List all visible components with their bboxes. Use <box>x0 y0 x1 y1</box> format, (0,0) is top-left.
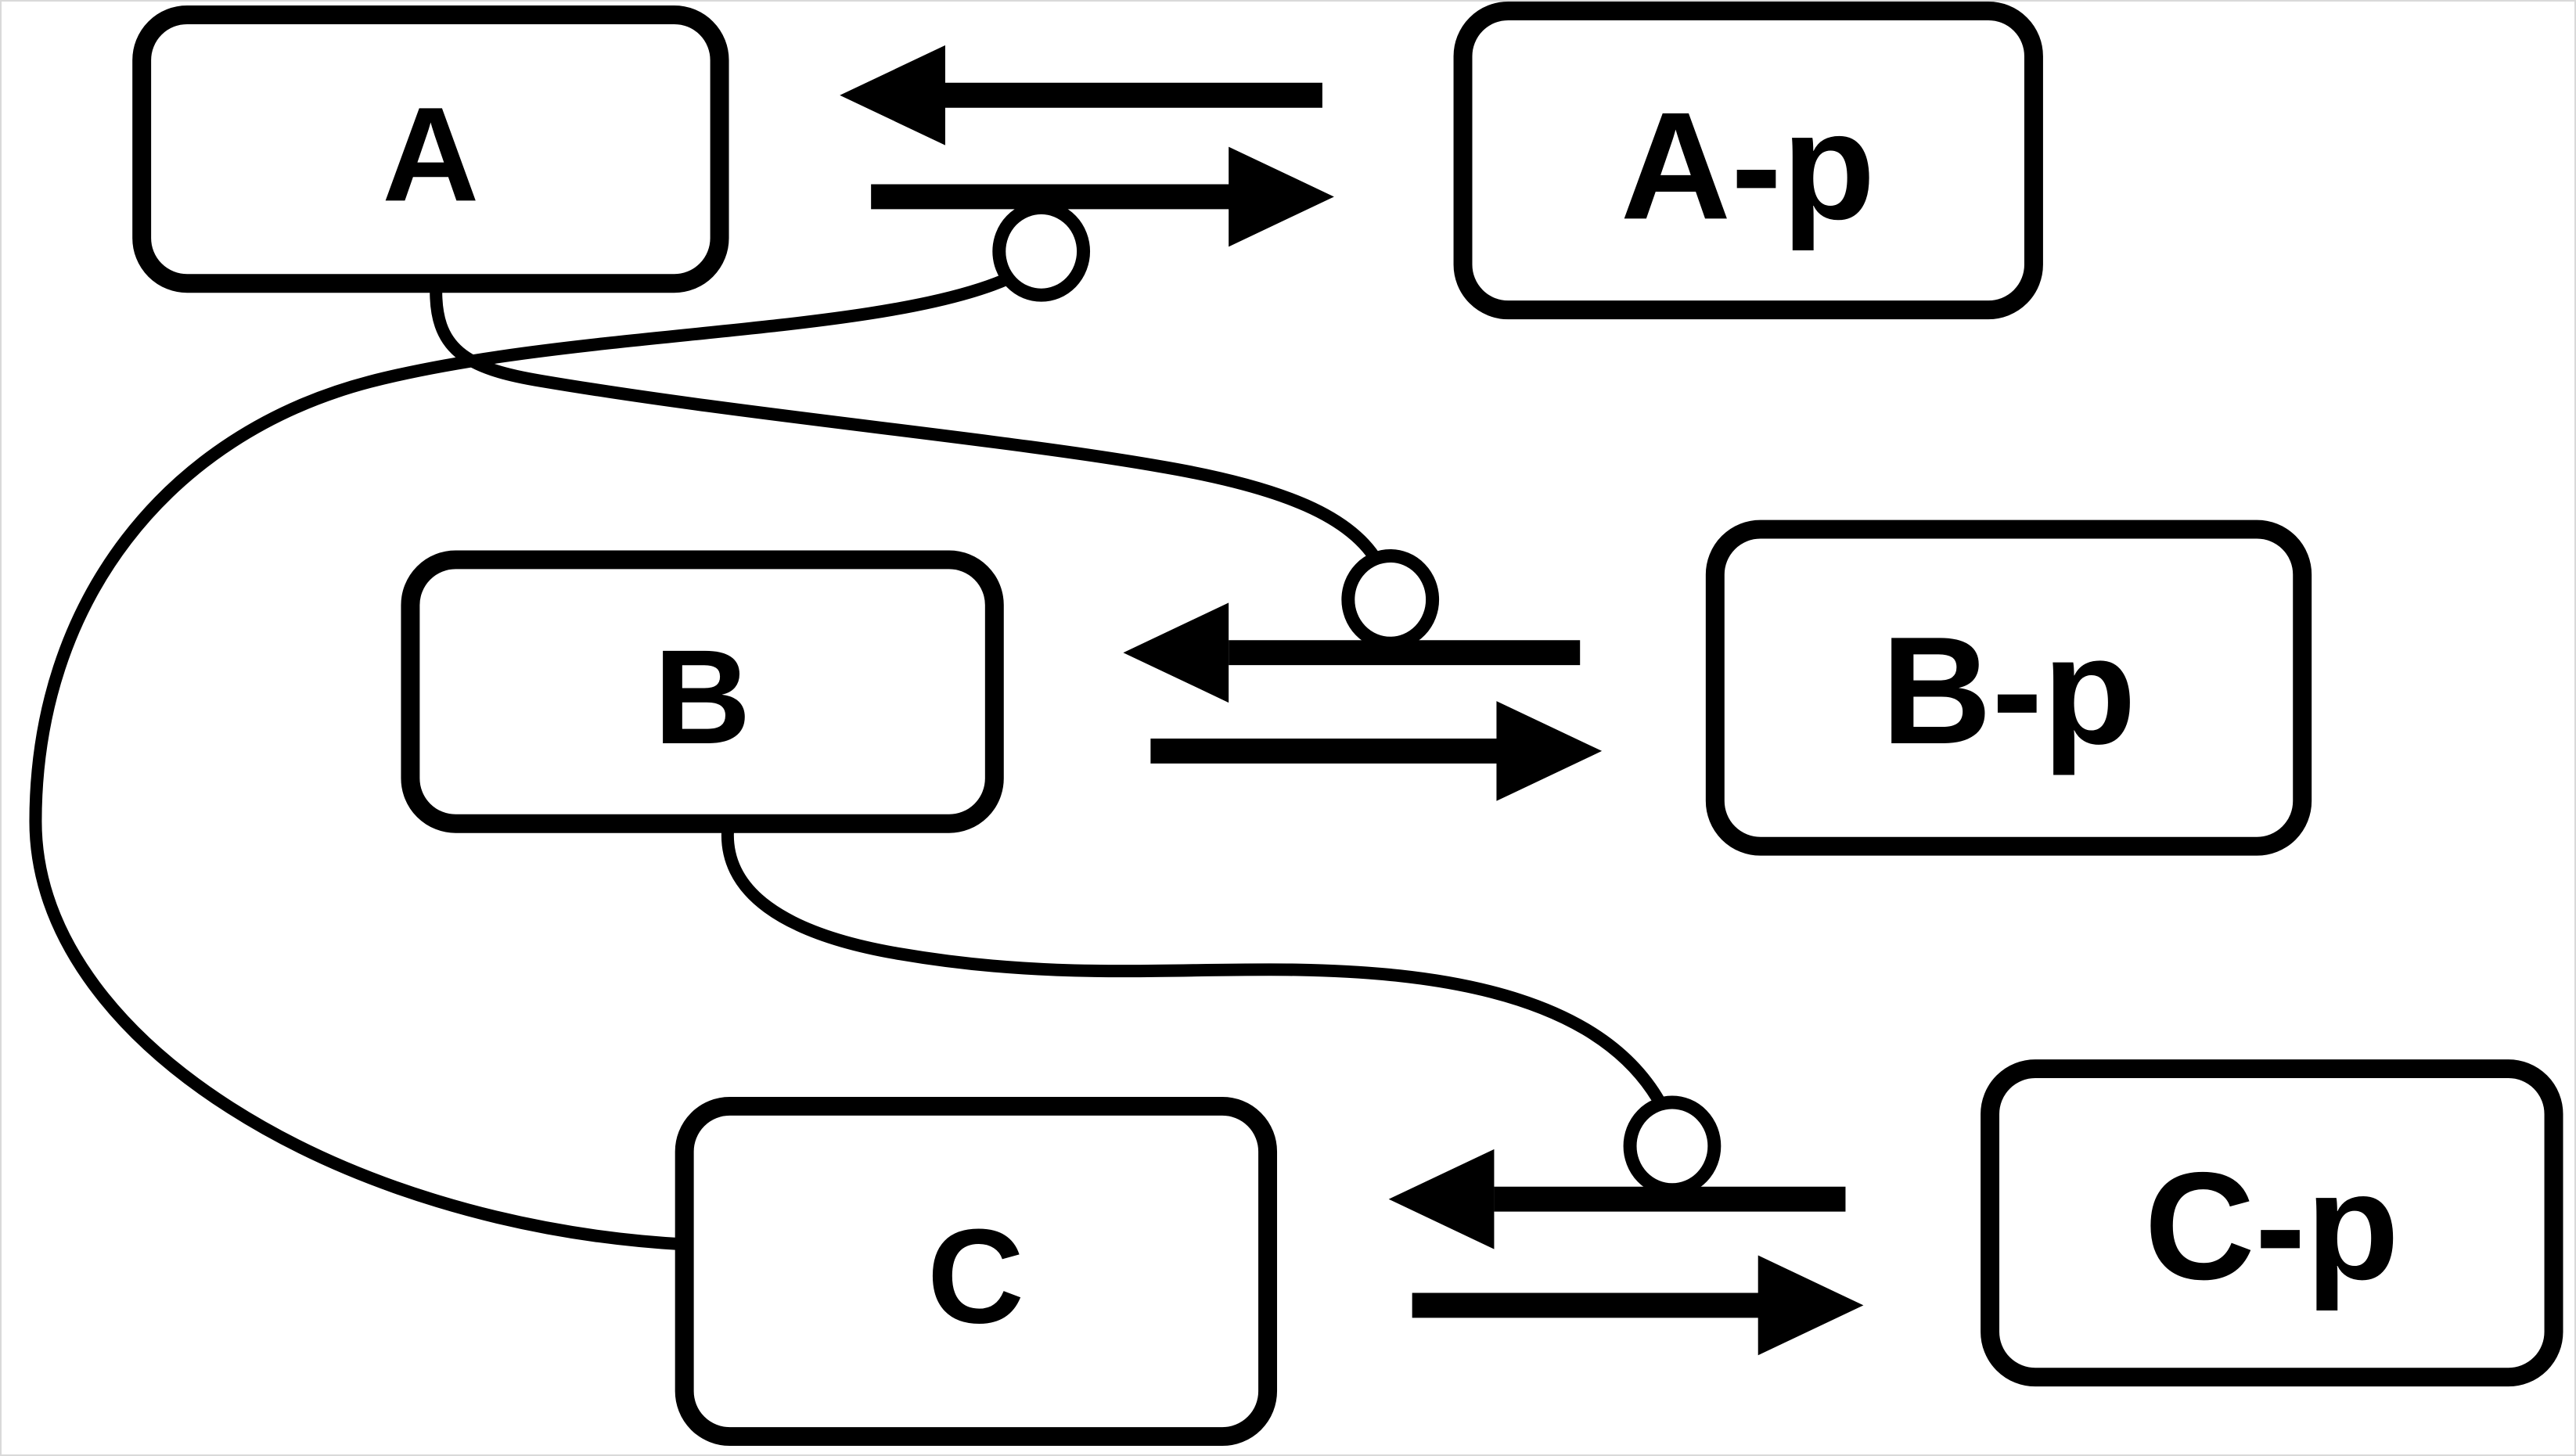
node-c-p-label: C-p <box>2144 1141 2399 1311</box>
node-b-p: B-p <box>1705 519 2312 856</box>
forward-arrow-icon-a <box>871 146 1334 247</box>
node-c: C <box>675 1096 1278 1447</box>
node-b-label: B <box>654 623 751 772</box>
node-c-p: C-p <box>1981 1059 2563 1387</box>
node-c-label: C <box>927 1202 1024 1351</box>
catalysis-circle-icon-c-row <box>1623 1095 1722 1197</box>
catalysis-curve-a-to-b-reaction <box>430 279 1386 572</box>
node-a-box <box>132 5 729 293</box>
reaction-arrows-b-cycle <box>1123 548 1603 801</box>
node-c-box <box>675 1096 1278 1447</box>
node-a-label: A <box>382 80 479 229</box>
forward-arrow-icon-b <box>1150 701 1603 801</box>
node-b: B <box>401 550 1004 833</box>
forward-arrow-icon-c <box>1412 1255 1864 1356</box>
node-b-box <box>401 550 1004 833</box>
node-a-p: A-p <box>1453 2 2043 320</box>
catalysis-curve-c-to-a-reaction <box>29 272 1014 1251</box>
node-a-p-label: A-p <box>1621 81 1876 251</box>
node-b-p-box <box>1705 519 2312 856</box>
node-a: A <box>132 5 729 293</box>
node-a-p-box <box>1453 2 2043 320</box>
reverse-arrow-icon-b <box>1123 602 1581 703</box>
reaction-arrows-c-cycle <box>1388 1095 1864 1356</box>
reaction-arrows-a-cycle <box>840 45 1334 302</box>
catalysis-curve-b-to-c-reaction <box>721 818 1668 1113</box>
catalysis-circle-icon-b-row <box>1341 548 1440 650</box>
catalysis-circle-icon-a-row <box>992 200 1091 302</box>
node-b-p-label: B-p <box>1881 606 2136 776</box>
reverse-arrow-icon-c <box>1388 1149 1846 1249</box>
reverse-arrow-icon-a <box>840 45 1322 146</box>
node-c-p-box <box>1981 1059 2563 1387</box>
